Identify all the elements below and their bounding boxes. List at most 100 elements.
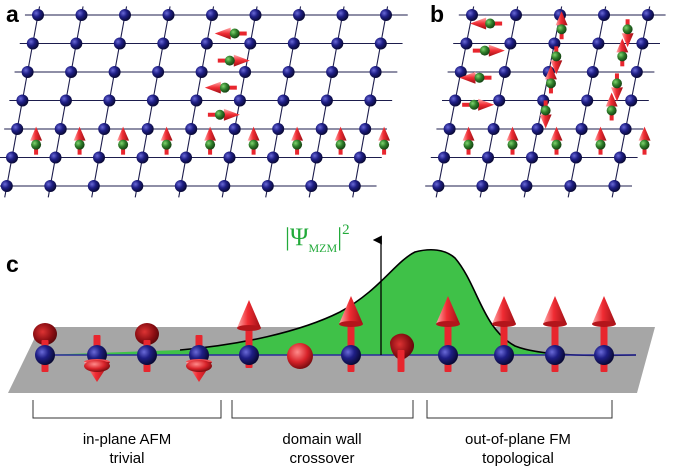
lattice-atom bbox=[460, 37, 473, 50]
spin-arrow-up-icon bbox=[291, 126, 304, 155]
magnetic-atom bbox=[617, 51, 628, 62]
spin-arrow-right-icon bbox=[472, 44, 505, 57]
lattice-atom bbox=[630, 66, 643, 78]
lattice-atom bbox=[614, 151, 626, 164]
lattice-atom bbox=[592, 37, 605, 50]
lattice-atom bbox=[218, 180, 231, 192]
region-wall-line2: crossover bbox=[289, 450, 354, 467]
spin-stem bbox=[397, 350, 405, 372]
lattice-atom bbox=[272, 123, 285, 135]
lattice-atom bbox=[146, 94, 159, 107]
spin-cone-up-icon bbox=[592, 296, 616, 324]
panel-letter-a: a bbox=[6, 1, 19, 27]
chain-atom bbox=[35, 345, 55, 365]
lattice-atom bbox=[493, 94, 506, 107]
lattice-atom bbox=[520, 180, 533, 192]
lattice-atom bbox=[510, 9, 522, 21]
lattice-atom bbox=[65, 66, 78, 78]
spin-cone-up-icon bbox=[436, 296, 460, 324]
spin-cone-up-icon bbox=[339, 296, 363, 324]
lattice-atom bbox=[438, 151, 450, 164]
lattice-atom bbox=[466, 9, 478, 21]
lattice-atom bbox=[21, 66, 34, 78]
spin-in-plane-icon bbox=[287, 343, 313, 369]
magnetic-atom bbox=[248, 139, 259, 150]
psi-superscript: 2 bbox=[342, 222, 350, 238]
spin-arrow-right-icon bbox=[462, 98, 495, 111]
lattice-atom bbox=[75, 9, 88, 21]
magnetic-atom bbox=[229, 28, 240, 39]
lattice-atom bbox=[570, 151, 582, 164]
lattice-atom bbox=[575, 123, 588, 135]
chain-atom bbox=[341, 345, 361, 365]
lattice-atom bbox=[239, 66, 252, 78]
lattice-atom bbox=[98, 123, 111, 135]
lattice-atom bbox=[581, 94, 594, 107]
lattice-atom bbox=[331, 37, 344, 50]
magnetic-atom bbox=[474, 72, 485, 83]
chain-atom bbox=[438, 345, 458, 365]
lattice-atom bbox=[359, 123, 372, 135]
lattice-atom bbox=[454, 66, 467, 78]
lattice-atom bbox=[131, 180, 144, 192]
lattice-atom bbox=[380, 9, 392, 21]
spin-arrow-up-icon bbox=[117, 126, 130, 155]
spin-arrow-right-icon bbox=[217, 54, 250, 67]
lattice-atom bbox=[586, 66, 599, 78]
lattice-atom bbox=[287, 37, 300, 50]
magnetic-atom bbox=[551, 139, 562, 150]
lattice-atom bbox=[113, 37, 126, 50]
lattice-atom bbox=[180, 151, 192, 164]
lattice-atom bbox=[531, 123, 544, 135]
magnetic-atom bbox=[595, 139, 606, 150]
magnetic-atom bbox=[611, 78, 622, 89]
lattice-atom bbox=[249, 9, 262, 21]
lattice-atom bbox=[157, 37, 170, 50]
magnetic-atom bbox=[292, 139, 303, 150]
magnetic-atom bbox=[219, 82, 230, 93]
region-bracket-wall bbox=[231, 400, 414, 419]
chain-atom bbox=[594, 345, 614, 365]
lattice-atom bbox=[174, 180, 187, 192]
spin-arrow-left-icon bbox=[204, 81, 237, 94]
lattice-panel-b bbox=[425, 6, 666, 198]
panel-letter-c: c bbox=[6, 251, 19, 277]
chain-atoms bbox=[33, 296, 616, 382]
magnetic-atom bbox=[205, 139, 216, 150]
lattice-atom bbox=[16, 94, 29, 107]
lattice-atom bbox=[44, 180, 57, 192]
lattice-atom bbox=[206, 9, 218, 21]
lattice-atom bbox=[54, 123, 67, 135]
lattice-atom bbox=[277, 94, 290, 107]
lattice-atom bbox=[598, 9, 610, 21]
lattice-panel-a bbox=[0, 6, 408, 198]
spin-tilted-head-icon bbox=[33, 323, 57, 345]
lattice-atom bbox=[348, 180, 361, 192]
spin-arrow-up-icon bbox=[462, 126, 475, 155]
spin-arrow-up-icon bbox=[616, 38, 629, 67]
lattice-atom bbox=[244, 37, 257, 50]
lattice-atom bbox=[374, 37, 387, 50]
magnetic-atom bbox=[540, 105, 551, 116]
wavefunction-outline bbox=[179, 248, 637, 357]
lattice-atom bbox=[93, 151, 105, 164]
lattice-atom bbox=[200, 37, 213, 50]
magnetic-atom bbox=[161, 139, 172, 150]
lattice-atom bbox=[443, 123, 456, 135]
lattice-atom bbox=[315, 123, 328, 135]
psi-symbol: |Ψ bbox=[285, 224, 309, 251]
lattice-atom bbox=[185, 123, 198, 135]
magnetic-atom bbox=[545, 78, 556, 89]
spin-arrow-right-icon bbox=[207, 108, 240, 121]
lattice-atom bbox=[564, 180, 577, 192]
lattice-atom bbox=[642, 9, 654, 21]
lattice-atom bbox=[162, 9, 175, 21]
magnetic-atom bbox=[556, 24, 567, 35]
lattice-atom bbox=[32, 9, 44, 21]
magnetic-atom bbox=[74, 139, 85, 150]
spin-tilted-cone-icon bbox=[390, 333, 415, 360]
spin-arrow-up-icon bbox=[334, 126, 347, 155]
lattice-atom bbox=[195, 66, 208, 78]
spin-arrow-up-icon bbox=[544, 65, 557, 94]
